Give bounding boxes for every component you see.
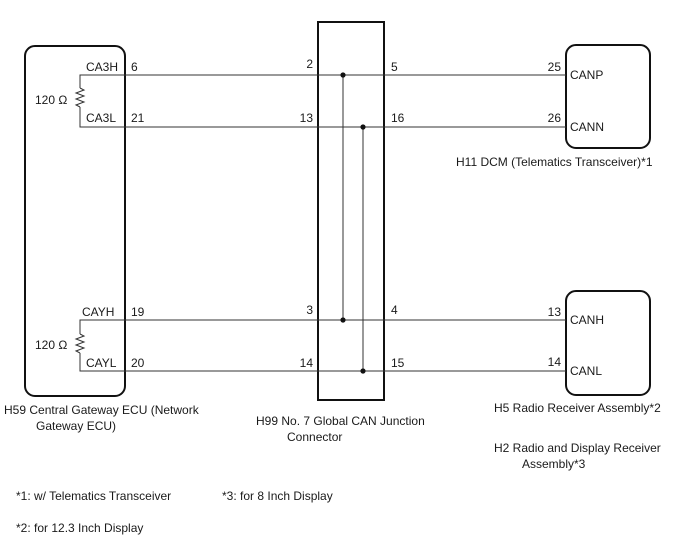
pin-label: 2: [306, 57, 313, 71]
pin-label: 13: [300, 111, 314, 125]
signal-cayl: CAYL: [86, 356, 117, 370]
pin-label: 6: [131, 60, 138, 74]
footnote-1: *1: w/ Telematics Transceiver: [16, 489, 171, 503]
signal-cann: CANN: [570, 120, 604, 134]
junction-dot: [360, 124, 366, 130]
signal-canl: CANL: [570, 364, 602, 378]
pin-label: 15: [391, 356, 405, 370]
resistor-top-lead-lower: [79, 107, 125, 128]
pin-label: 16: [391, 111, 405, 125]
pin-label: 4: [391, 303, 398, 317]
footnote-2: *2: for 12.3 Inch Display: [16, 521, 143, 535]
pin-label: 26: [548, 111, 562, 125]
pin-label: 20: [131, 356, 145, 370]
signal-ca3h: CA3H: [86, 60, 118, 74]
pin-label: 3: [306, 303, 313, 317]
pin-label: 21: [131, 111, 145, 125]
junction-dot: [340, 317, 346, 323]
radio-receiver-box: [565, 290, 651, 396]
resistor-top-lead-upper: [79, 74, 125, 88]
caption-dcm: H11 DCM (Telematics Transceiver)*1: [456, 155, 653, 169]
pin-label: 25: [548, 60, 562, 74]
pin-label: 5: [391, 60, 398, 74]
junction-dot: [360, 368, 366, 374]
resistor-bottom-label: 120 Ω: [35, 338, 67, 352]
caption-radio-h2-line2: Assembly*3: [522, 457, 586, 471]
resistor-bottom-icon: [74, 333, 86, 354]
pin-label: 14: [548, 355, 562, 369]
junction-dot: [340, 72, 346, 78]
dcm-box: [565, 44, 651, 149]
resistor-bottom-lead-upper: [79, 319, 125, 334]
caption-central-gateway-line2: Gateway ECU): [36, 419, 116, 433]
caption-radio-h2-line1: H2 Radio and Display Receiver: [494, 441, 661, 455]
footnote-3: *3: for 8 Inch Display: [222, 489, 333, 503]
caption-junction-line2: Connector: [287, 430, 342, 444]
pin-label: 13: [548, 305, 562, 319]
central-gateway-ecu-box: [24, 45, 126, 397]
pin-label: 19: [131, 305, 145, 319]
resistor-top-label: 120 Ω: [35, 93, 67, 107]
signal-cayh: CAYH: [82, 305, 114, 319]
junction-connector-box: [317, 21, 385, 401]
signal-canh: CANH: [570, 313, 604, 327]
resistor-bottom-lead-lower: [79, 353, 125, 372]
pin-label: 14: [300, 356, 314, 370]
signal-ca3l: CA3L: [86, 111, 116, 125]
signal-canp: CANP: [570, 68, 603, 82]
resistor-top-icon: [74, 87, 86, 108]
caption-radio-h5: H5 Radio Receiver Assembly*2: [494, 401, 661, 415]
caption-central-gateway-line1: H59 Central Gateway ECU (Network: [4, 403, 200, 417]
caption-junction-line1: H99 No. 7 Global CAN Junction: [256, 414, 425, 428]
